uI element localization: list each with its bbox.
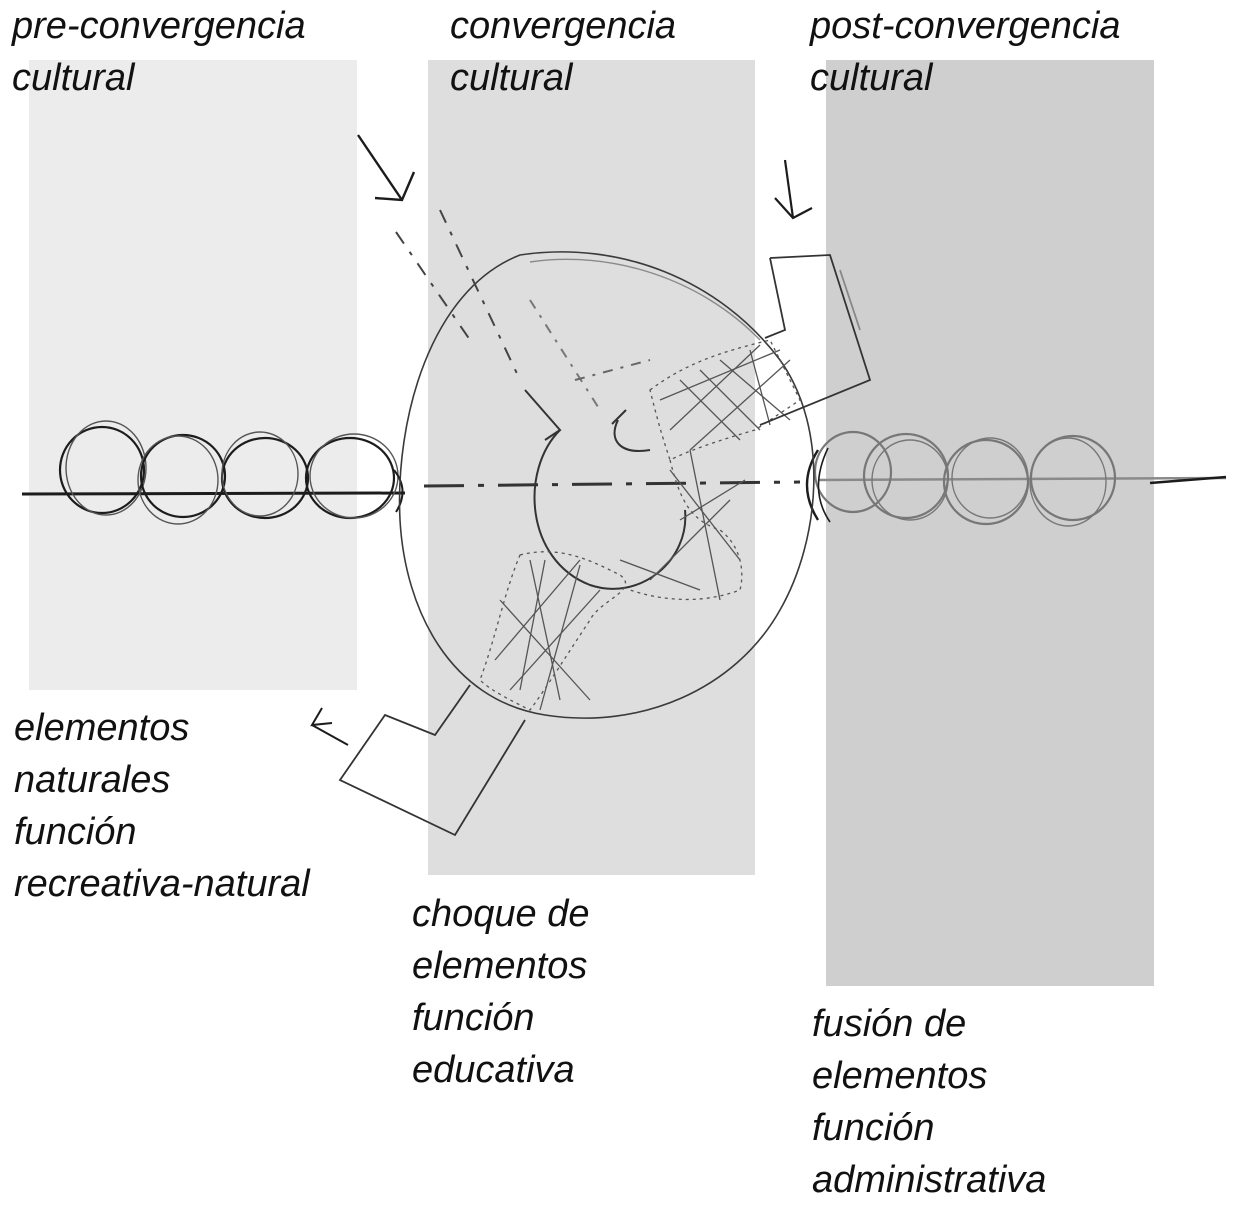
fused-elements-circles <box>805 430 1117 527</box>
inner-notch-left <box>524 389 562 441</box>
left-circle-3-echo <box>221 431 299 517</box>
caption-conv-line1: choque de <box>412 893 590 935</box>
caption-post-line3: función <box>812 1107 935 1149</box>
left-circle-end-arc <box>393 469 404 513</box>
caption-pre-line1: elementos <box>14 707 190 749</box>
caption-pre-line2: naturales <box>14 759 171 801</box>
pre-convergence-band <box>29 60 357 690</box>
header-conv-line1: convergencia <box>450 5 677 47</box>
upper-hatch-2 <box>669 344 761 431</box>
caption-pre-line3: función <box>14 811 137 853</box>
upper-hatch-6 <box>679 379 741 441</box>
inner-notch-tick <box>611 409 627 425</box>
header-post-line2: cultural <box>810 57 933 99</box>
caption-post-line1: fusión de <box>812 1003 967 1045</box>
right-hatch-1 <box>669 469 741 561</box>
left-circle-2 <box>139 433 227 519</box>
header-pre-line2: cultural <box>12 57 135 99</box>
lower-hatch-4 <box>529 559 561 701</box>
hatched-region-lower <box>479 551 627 711</box>
lower-hatch-1 <box>499 599 591 701</box>
right-circle-3-echo <box>951 437 1029 519</box>
hatched-region-right <box>619 449 746 601</box>
header-post-convergence: post-convergencia cultural <box>810 0 1121 104</box>
upper-hatch-5 <box>719 359 791 421</box>
lower-hatch-3 <box>509 589 601 691</box>
caption-pre-line4: recreativa-natural <box>14 863 310 905</box>
inner-shape <box>524 389 687 590</box>
right-circle-2 <box>862 432 950 520</box>
axis-right-tail <box>1149 475 1227 485</box>
upper-hatch-1 <box>659 349 781 401</box>
inner-arc <box>533 429 687 590</box>
axis-left-segment <box>21 491 406 496</box>
header-convergence: convergencia cultural <box>450 0 676 104</box>
right-hatch-5 <box>689 449 721 601</box>
right-hatch-3 <box>649 499 731 581</box>
convergence-circle <box>398 251 815 719</box>
central-circle-outline-echo <box>529 258 761 341</box>
lower-hatch-6 <box>539 564 581 711</box>
dashed-line-4 <box>574 359 651 381</box>
convergence-band <box>428 60 755 875</box>
left-circle-1 <box>58 425 146 515</box>
bracket-upper-right <box>759 254 872 426</box>
caption-post-line2: elementos <box>812 1055 988 1097</box>
lower-hatch-5 <box>519 559 546 691</box>
left-circle-2-echo <box>137 435 219 525</box>
dashed-line-2 <box>439 209 521 381</box>
caption-conv-line4: educativa <box>412 1049 575 1091</box>
upper-hatch-4 <box>699 369 761 431</box>
axis-right-segment <box>817 476 1227 482</box>
right-circle-4-echo <box>1029 437 1107 527</box>
axis-center-dashed <box>423 480 801 488</box>
upper-dotted-boundary <box>649 339 801 461</box>
right-circle-2-echo <box>871 439 949 521</box>
caption-conv-line3: función <box>412 997 535 1039</box>
central-circle-outline <box>398 251 815 719</box>
caption-conv-line2: elementos <box>412 945 588 987</box>
header-conv-line2: cultural <box>450 57 573 99</box>
lower-dotted-boundary <box>479 551 627 711</box>
left-circle-1-echo <box>65 420 147 516</box>
right-hatch-2 <box>679 479 746 521</box>
dashed-line-3 <box>529 299 601 411</box>
caption-post-line4: administrativa <box>812 1159 1047 1201</box>
arrow-top-left <box>357 134 416 202</box>
upper-hatch-3 <box>689 359 791 451</box>
caption-convergence: choque de elementos función educativa <box>412 888 590 1096</box>
header-pre-convergence: pre-convergencia cultural <box>12 0 306 104</box>
right-hatch-4 <box>619 559 701 591</box>
inner-notch-right <box>613 419 651 452</box>
right-circle-entry-arc-2 <box>817 447 831 523</box>
natural-elements-circles <box>58 420 404 525</box>
lower-hatch-2 <box>494 559 581 661</box>
hatched-region-upper <box>649 339 801 461</box>
right-circle-1 <box>813 430 893 514</box>
header-post-line1: post-convergencia <box>810 5 1121 47</box>
right-circle-3 <box>942 438 1030 526</box>
left-circle-4-echo <box>309 433 399 519</box>
arrow-bottom-left <box>310 707 349 746</box>
header-pre-line1: pre-convergencia <box>12 5 306 47</box>
main-axis <box>21 475 1227 496</box>
right-circle-entry-arc <box>805 449 820 521</box>
upper-hatch-7 <box>749 349 771 426</box>
caption-post-convergence: fusión de elementos función administrati… <box>812 998 1046 1206</box>
right-circle-4 <box>1029 434 1117 522</box>
bracket-lower-left <box>338 684 526 837</box>
dashed-line-1 <box>395 231 471 341</box>
caption-pre-convergence: elementos naturales función recreativa-n… <box>14 702 310 910</box>
right-dotted-boundary <box>629 459 743 601</box>
arrow-top-right <box>774 159 813 220</box>
incoming-dashed-lines <box>395 209 651 411</box>
